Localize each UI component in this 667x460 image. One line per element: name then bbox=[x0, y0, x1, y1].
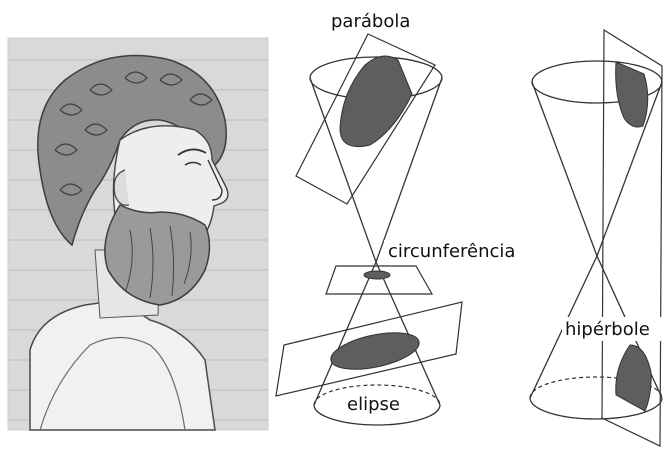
circumference-label: circunferência bbox=[388, 241, 515, 262]
ellipse-label: elipse bbox=[347, 394, 400, 415]
cone-left-lower-edge-l bbox=[314, 262, 376, 405]
hyperbola-upper-section bbox=[616, 62, 648, 127]
parabola-label: parábola bbox=[331, 11, 410, 32]
cone-right bbox=[530, 30, 662, 446]
portrait-bust bbox=[8, 38, 268, 430]
cone-left bbox=[276, 34, 462, 425]
cone-right-upper-edge-l bbox=[532, 82, 597, 256]
parabola-section bbox=[340, 56, 412, 147]
hyperbola-label: hipérbole bbox=[565, 319, 650, 340]
circumference-section bbox=[364, 271, 390, 279]
hyperbola-lower-section bbox=[616, 345, 651, 411]
